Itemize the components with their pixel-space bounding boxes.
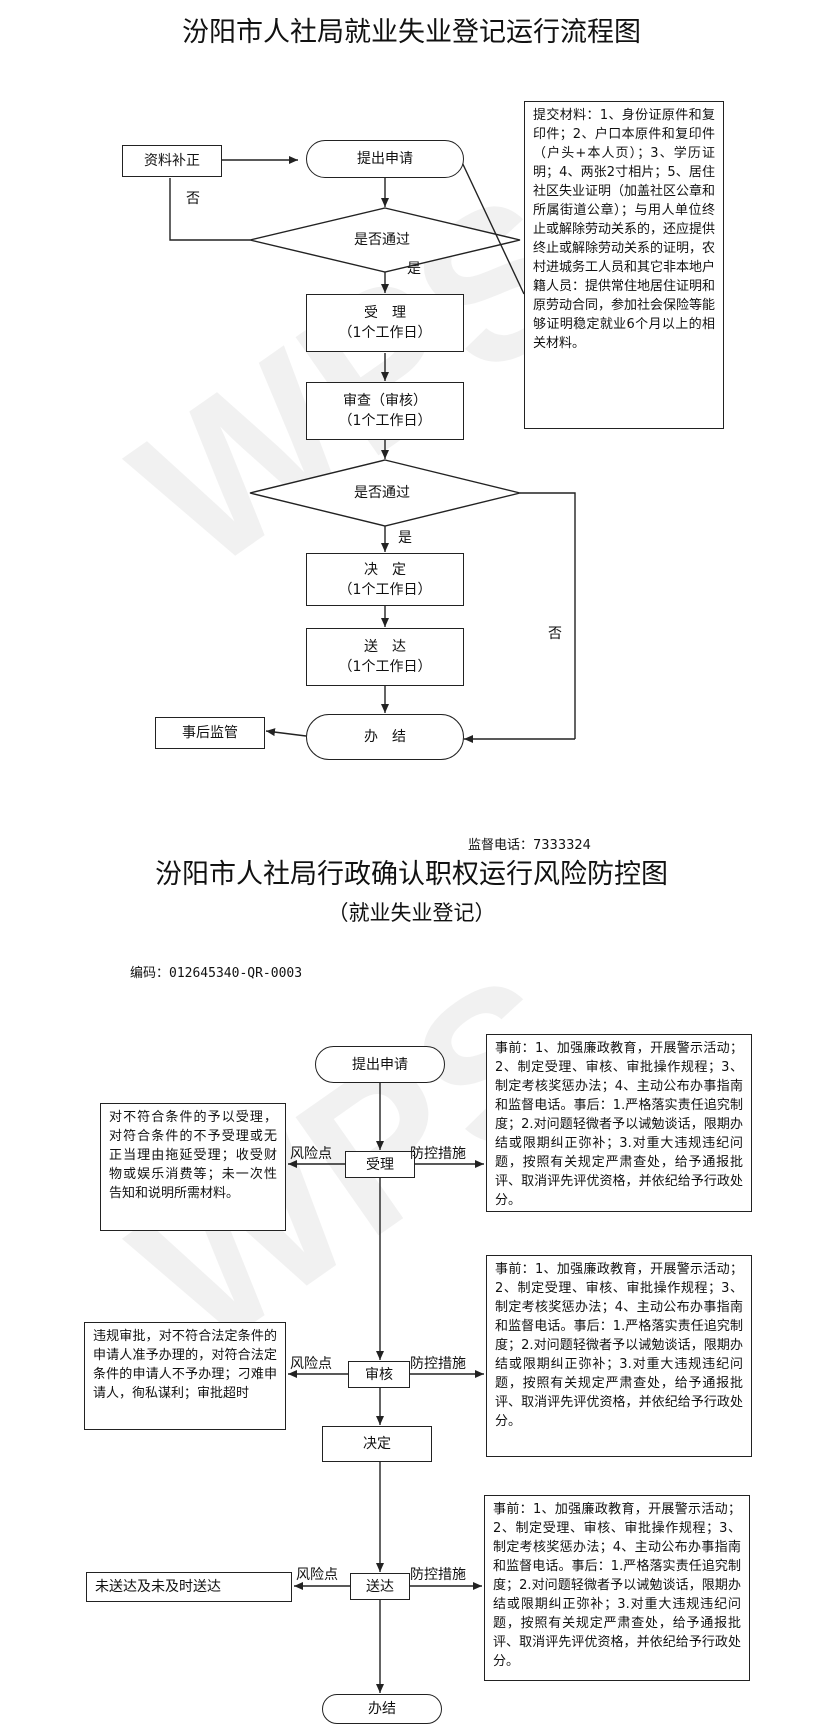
review-box: 审查（审核） （1个工作日） [306,382,464,440]
control-note-accept: 事前：1、加强廉政教育，开展警示活动；2、制定受理、审核、审批操作规程；3、制定… [486,1034,752,1212]
risk-note-deliver: 未送达及未及时送达 [86,1572,292,1602]
apply-label-2: 提出申请 [352,1056,408,1073]
control-label-review: 防控措施 [410,1356,466,1372]
finish-label: 办 结 [364,729,406,745]
supplement-box: 资料补正 [122,145,222,177]
control-label-accept: 防控措施 [410,1146,466,1162]
deliver-label-2: 送达 [366,1578,394,1595]
supervise-box: 事后监管 [155,717,265,749]
accept-label: 受 理 [364,305,406,321]
no-label-1: 否 [186,191,200,207]
review-box-2: 审核 [348,1361,410,1388]
accept-days: （1个工作日） [338,325,432,341]
accept-label-2: 受理 [366,1156,394,1173]
page-title: 汾阳市人社局就业失业登记运行流程图 [182,17,641,48]
review-days: （1个工作日） [338,413,432,429]
decide-box-2: 决定 [322,1426,432,1462]
decide-label-2: 决定 [363,1436,391,1452]
risk-label-deliver: 风险点 [296,1567,338,1583]
risk-note-review: 违规审批，对不符合法定条件的申请人准予办理的，对符合法定条件的申请人不予办理；刁… [84,1322,286,1430]
deliver-days: （1个工作日） [338,659,432,675]
yes-label-1: 是 [407,261,421,277]
risk-note-accept: 对不符合条件的予以受理，对符合条件的不予受理或无正当理由拖延受理；收受财物或娱乐… [100,1103,286,1231]
finish-terminal: 办 结 [306,714,464,760]
accept-box-2: 受理 [345,1151,415,1178]
control-note-deliver: 事前：1、加强廉政教育，开展警示活动；2、制定受理、审核、审批操作规程；3、制定… [484,1495,750,1681]
deliver-box-2: 送达 [350,1573,410,1600]
supervise-label: 事后监管 [182,725,238,741]
review-label-2: 审核 [365,1366,393,1383]
decide-days: （1个工作日） [338,581,432,598]
risk-label-review: 风险点 [290,1356,332,1372]
deliver-label: 送 达 [364,639,406,655]
section-subtitle: （就业失业登记） [327,901,496,925]
supplement-label: 资料补正 [144,153,200,169]
document-code: 编码：012645340-QR-0003 [130,966,303,981]
decision-2-label: 是否通过 [354,485,410,501]
decision-1-label: 是否通过 [354,232,410,248]
deliver-box: 送 达 （1个工作日） [306,628,464,686]
risk-note-deliver-text: 未送达及未及时送达 [95,1579,221,1595]
control-label-deliver: 防控措施 [410,1567,466,1583]
materials-note: 提交材料：1、身份证原件和复印件；2、户口本原件和复印件（户头+本人页）；3、学… [524,101,724,429]
finish-label-2: 办结 [368,1701,396,1717]
risk-label-accept: 风险点 [290,1146,332,1162]
decide-box: 决 定 （1个工作日） [306,553,464,606]
apply-terminal-2: 提出申请 [315,1046,445,1083]
apply-terminal: 提出申请 [306,140,464,178]
finish-terminal-2: 办结 [322,1694,442,1724]
no-label-2: 否 [548,626,562,642]
accept-box: 受 理 （1个工作日） [306,294,464,352]
apply-label: 提出申请 [357,151,413,167]
control-note-review: 事前：1、加强廉政教育，开展警示活动；2、制定受理、审核、审批操作规程；3、制定… [486,1255,752,1457]
supervision-phone: 监督电话：7333324 [468,838,591,853]
decide-label: 决 定 [364,561,406,578]
section-title: 汾阳市人社局行政确认职权运行风险防控图 [155,859,668,890]
review-label: 审查（审核） [343,393,427,409]
yes-label-2: 是 [398,530,412,546]
